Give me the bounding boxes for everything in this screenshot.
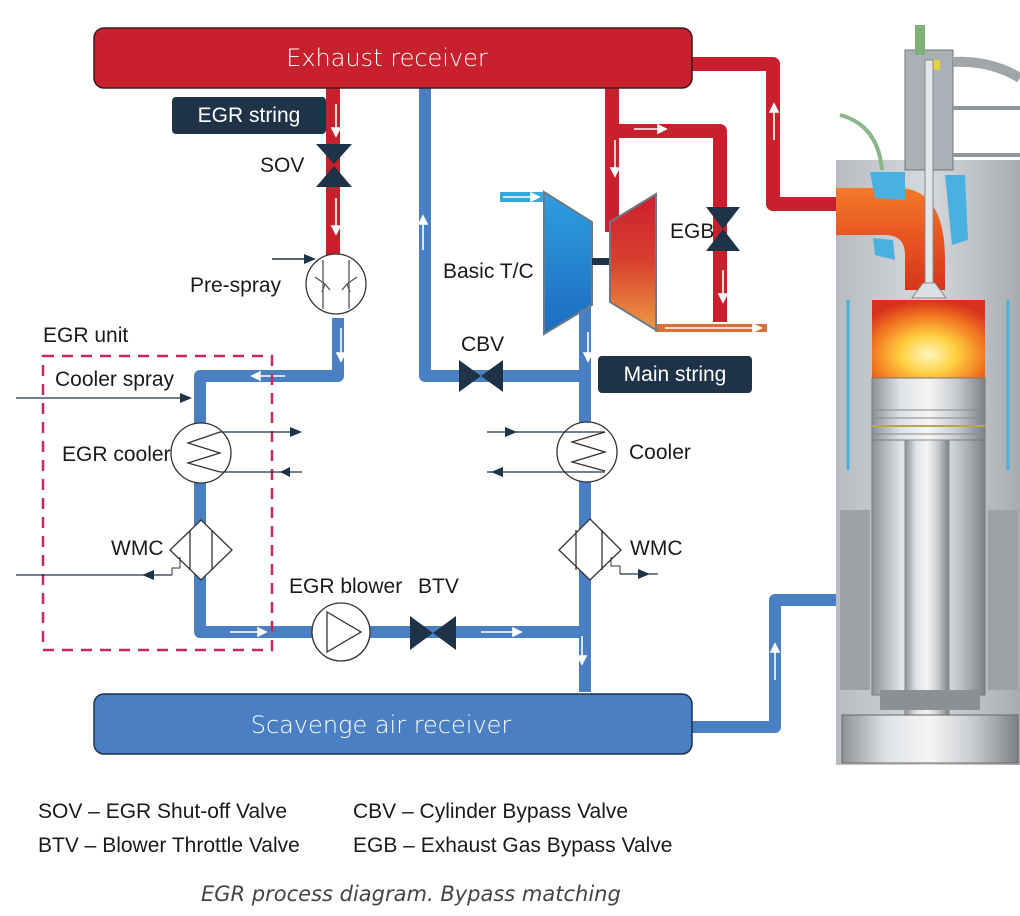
cbv-valve-icon [459,360,503,392]
egr-string-tag: EGR string [172,97,326,134]
cooler-spray-arrow-icon [16,393,192,403]
wmc-right-icon [558,518,658,581]
legend-item: BTV – Blower Throttle Valve [38,834,300,857]
exhaust-receiver-label: Exhaust receiver [286,44,488,72]
flow-arrows [230,102,781,680]
scavenge-air-receiver-label: Scavenge air receiver [251,711,512,739]
sov-valve-icon [316,144,352,187]
pre-spray-label: Pre-spray [190,274,282,297]
engine-cutaway-image [836,25,1020,765]
egr-string-label: EGR string [198,104,301,127]
cbv-label: CBV [461,333,504,356]
egr-unit-label: EGR unit [43,324,128,347]
cooler-spray-label: Cooler spray [55,368,175,391]
legend: SOV – EGR Shut-off Valve CBV – Cylinder … [38,800,672,857]
main-string-tag: Main string [598,356,752,393]
legend-item: EGB – Exhaust Gas Bypass Valve [353,834,672,857]
legend-item: SOV – EGR Shut-off Valve [38,800,287,823]
egr-cooler-label: EGR cooler [62,443,171,466]
cooler-label: Cooler [629,441,691,464]
egr-unit-boundary [41,354,274,652]
egr-blower-icon [311,602,371,662]
sov-label: SOV [260,154,304,177]
pre-spray-icon [272,253,367,315]
egr-blower-label: EGR blower [289,575,402,598]
wmc-left-label: WMC [111,537,163,560]
figure-caption: EGR process diagram. Bypass matching [201,882,621,906]
turbocharger-icon [543,190,657,336]
legend-item: CBV – Cylinder Bypass Valve [353,800,628,823]
basic-tc-label: Basic T/C [443,260,534,283]
btv-valve-icon [410,616,456,650]
btv-label: BTV [418,575,459,598]
egb-label: EGB [670,220,714,243]
egb-valve-icon [706,207,740,251]
egr-cooler-icon [170,422,302,484]
wmc-right-label: WMC [630,537,682,560]
wmc-left-icon [16,519,233,581]
cooler-icon [487,421,618,483]
scavenge-air-receiver: Scavenge air receiver [93,693,693,755]
exhaust-receiver: Exhaust receiver [93,27,693,89]
main-string-label: Main string [624,363,727,386]
